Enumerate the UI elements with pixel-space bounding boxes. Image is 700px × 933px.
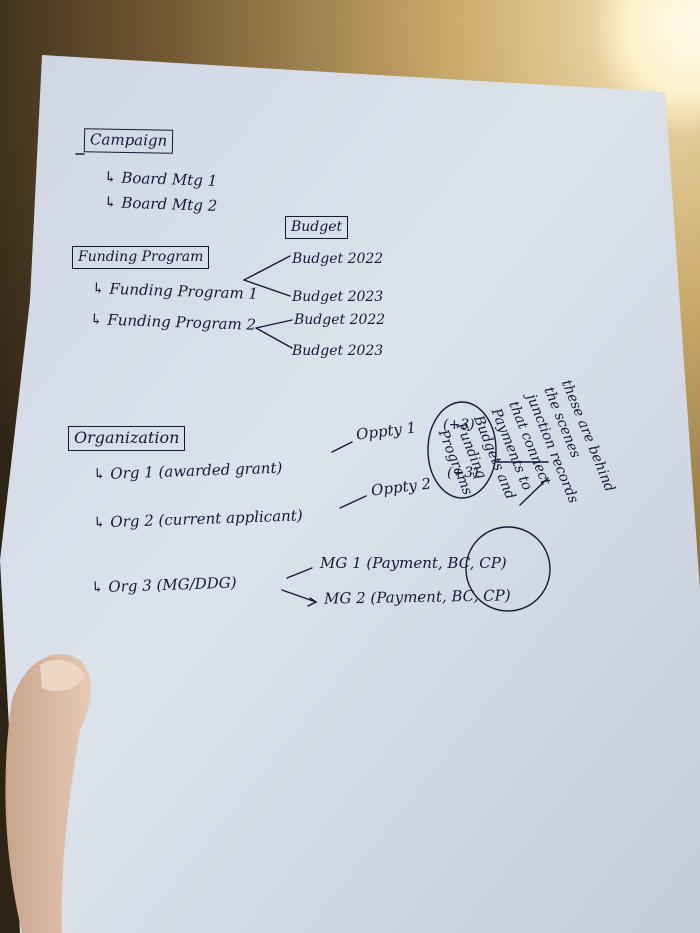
oppty-count-tag: (+3) — [447, 465, 479, 481]
budget-heading: Budget — [285, 216, 349, 239]
mg-item: MG 1 (Payment, BC, CP) — [320, 554, 507, 572]
line-org2-oppty2 — [339, 495, 367, 509]
budget-item: Budget 2022 — [294, 312, 386, 328]
campaign-item: ↳ Board Mtg 2 — [103, 193, 218, 215]
funding-program-heading: Funding Program — [72, 246, 210, 269]
thumb — [5, 654, 92, 933]
line-org3-mg1 — [286, 567, 313, 579]
line-fp2-budget2022 — [255, 319, 293, 329]
campaign-item: ↳ Board Mtg 1 — [103, 168, 218, 190]
thumbnail — [40, 659, 85, 692]
oppty-count-tag: (+3) — [443, 417, 475, 433]
connector-lines — [75, 153, 551, 612]
organization-heading: Organization — [68, 426, 186, 451]
paper-sheet — [0, 55, 700, 933]
budget-item: Budget 2023 — [292, 343, 384, 359]
line-org3-mg2 — [281, 589, 317, 603]
mg-circle — [465, 526, 551, 612]
line-fp1-budget2023 — [243, 279, 291, 297]
budget-item: Budget 2023 — [292, 289, 384, 305]
line-fp1-budget2022 — [243, 255, 291, 281]
oppty-circle — [427, 401, 497, 499]
lamp-glare — [590, 0, 700, 135]
campaign-heading: Campaign — [83, 128, 174, 154]
line-org1-oppty1 — [331, 441, 353, 453]
budget-item: Budget 2022 — [292, 251, 384, 267]
line-fp2-budget2023 — [255, 327, 293, 349]
mg-item: MG 2 (Payment, BC, CP) — [323, 586, 511, 608]
